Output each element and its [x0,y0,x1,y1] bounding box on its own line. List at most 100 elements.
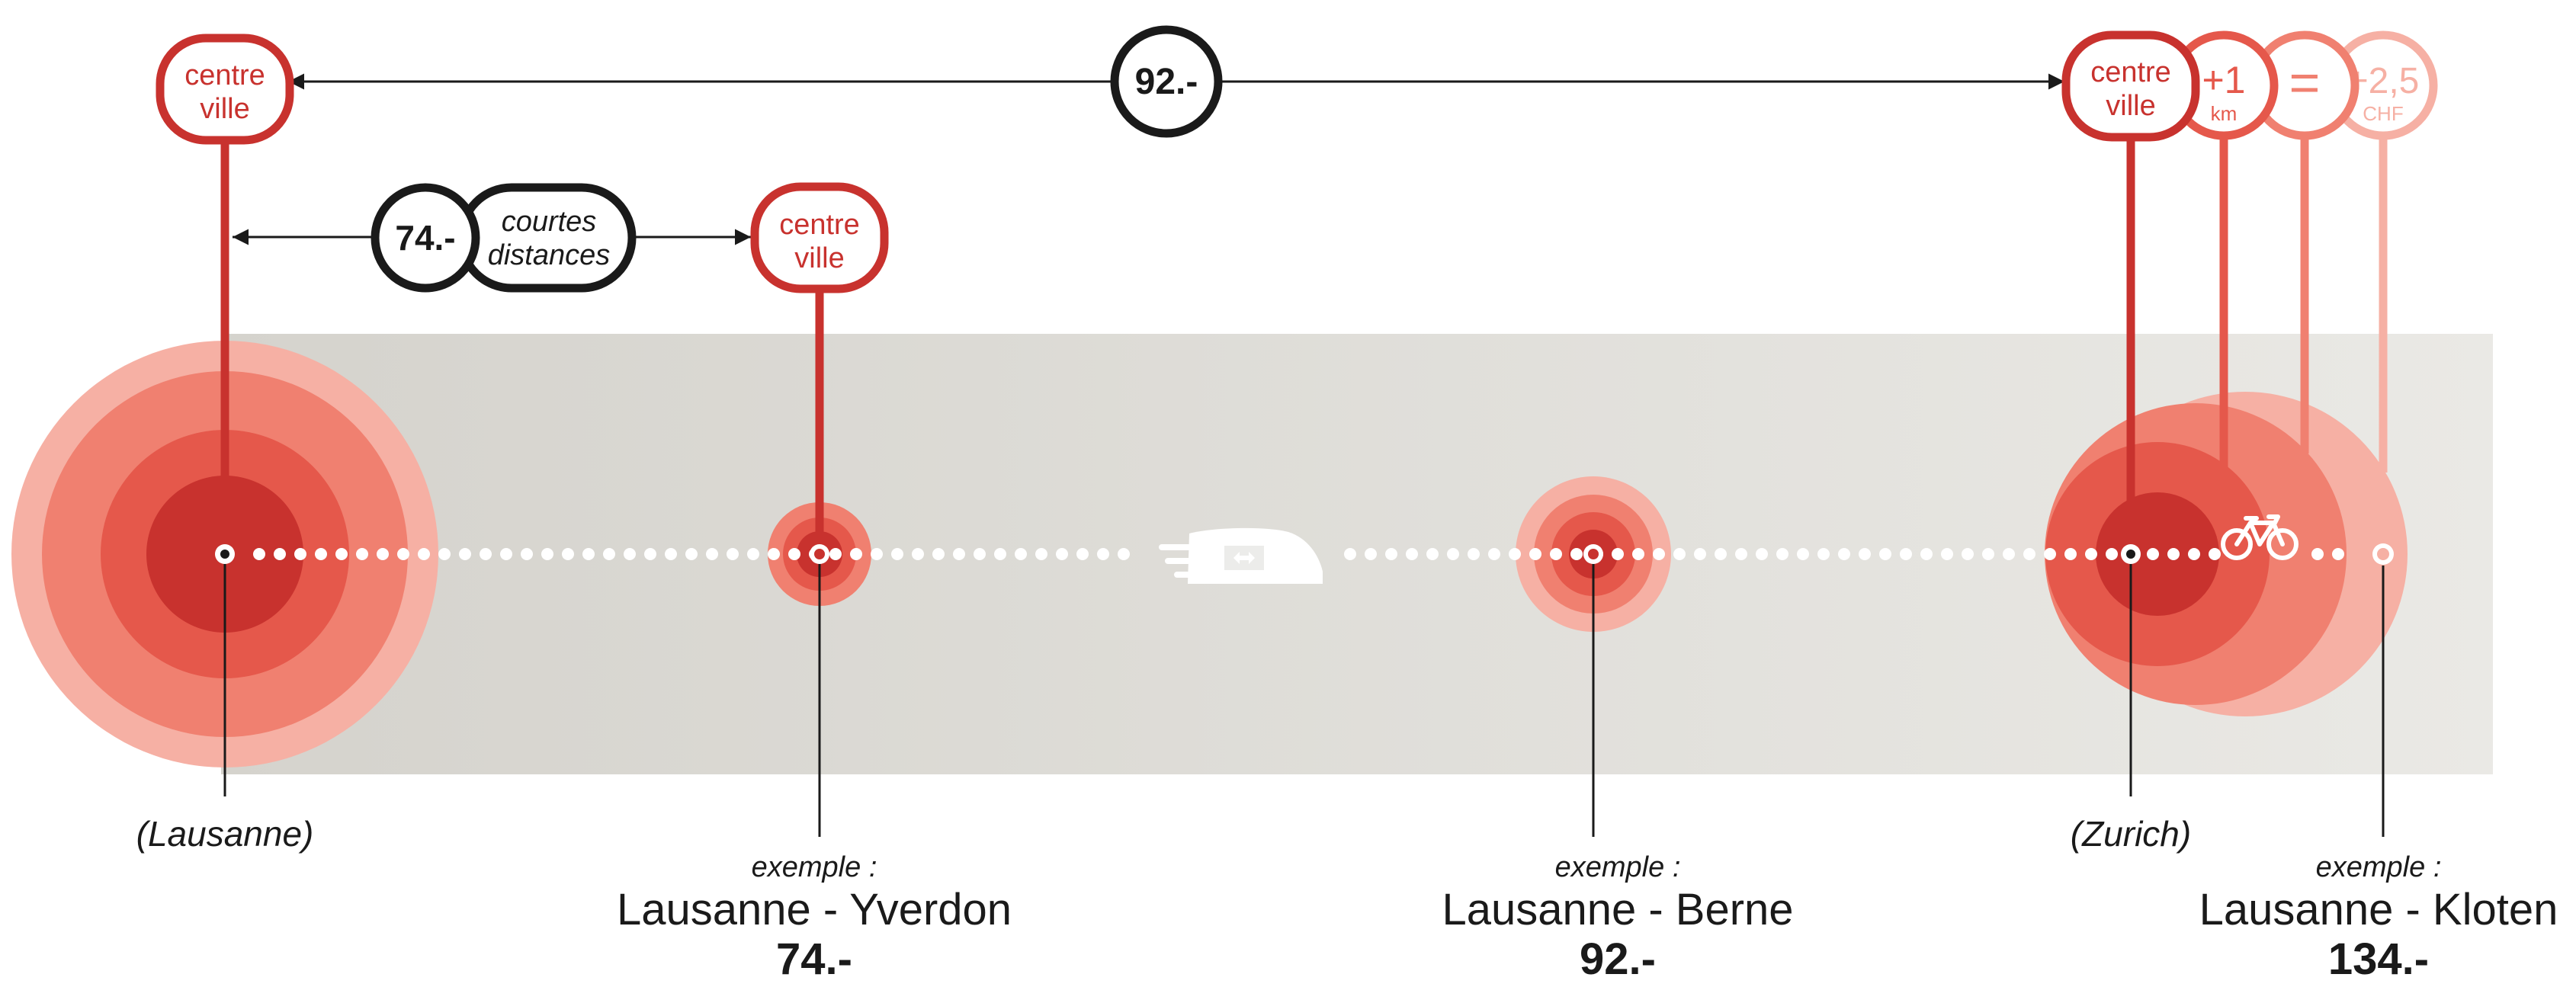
route-dot [1468,548,1480,560]
route-dot [1550,548,1562,560]
long-distance-price: 92.- [1135,62,1198,102]
route-dot [603,548,615,560]
route-dot [1838,548,1850,560]
route-dot [1920,548,1933,560]
route-dot [274,548,286,560]
route-dot [1982,548,1994,560]
route-dot [1056,548,1068,560]
route-dot [768,548,780,560]
ville-label: ville [2106,90,2155,122]
example-price: 92.- [1580,934,1656,984]
route-dot [2167,548,2180,560]
route-dot [1097,548,1109,560]
route-dot [2188,548,2200,560]
route-dot [1694,548,1706,560]
route-dot [2209,548,2221,560]
example-yverdon: exemple : Lausanne - Yverdon 74.- [617,851,1012,984]
plus-km-value: +1 [2202,59,2245,101]
short-distance-price: 74.- [395,218,455,258]
centre-label: centre [2090,56,2171,88]
distances-label: distances [488,239,611,271]
plus-km-bubble: +1 km [2169,30,2279,140]
route-dot [1509,548,1521,560]
yverdon-marker [810,544,829,564]
route-dot [1632,548,1644,560]
route-dot [1859,548,1871,560]
route-dot [1797,548,1809,560]
route-dot [1570,548,1583,560]
route-dot [1962,548,1974,560]
route-dot [1076,548,1089,560]
route-dot [418,548,430,560]
kloten-marker [2372,543,2394,565]
route-dot [1941,548,1953,560]
route-dot [2106,548,2118,560]
route-dot [1900,548,1912,560]
short-distance-price-pill: 74.- courtes distances [371,183,637,293]
route-dot [1344,548,1356,560]
route-dot [912,548,924,560]
route-dot [397,548,409,560]
zurich-city-label: (Zurich) [2071,814,2191,854]
route-dot [2085,548,2097,560]
lausanne-centre-ville-bubble: centre ville [156,34,294,145]
example-price: 74.- [776,934,852,984]
route-dot [1406,548,1418,560]
zurich-marker [2121,544,2141,564]
route-dot [315,548,327,560]
route-dot [974,548,986,560]
route-dot [1426,548,1439,560]
example-caption: exemple : [752,851,877,883]
route-dot [335,548,348,560]
route-dot [480,548,492,560]
route-dot [582,548,595,560]
route-dot [500,548,512,560]
route-dot [665,548,677,560]
ville-label: ville [794,242,844,274]
route-dot [871,548,883,560]
route-dot [1488,548,1500,560]
route-dot [1612,548,1624,560]
route-dot [1879,548,1891,560]
route-dot [829,548,842,560]
route-dot [2332,548,2344,560]
zurich-centre-ville-bubble: centre ville [2061,30,2200,142]
route-dot [1035,548,1047,560]
route-dot [521,548,533,560]
route-dot [891,548,903,560]
route-dot [438,548,451,560]
route-dot [2003,548,2015,560]
centre-label: centre [779,209,860,241]
route-dot [932,548,945,560]
route-dot [1653,548,1665,560]
route-dot [624,548,636,560]
route-dot [2311,548,2324,560]
lausanne-city-label: (Lausanne) [136,814,314,854]
centre-label: centre [184,59,265,91]
example-caption: exemple : [2316,851,2442,883]
plus-km-unit: km [2211,102,2238,125]
yverdon-centre-ville-bubble: centre ville [750,182,889,293]
route-dot [1529,548,1541,560]
courtes-label: courtes [502,206,597,238]
example-berne: exemple : Lausanne - Berne 92.- [1442,851,1793,984]
route-dot [2064,548,2077,560]
lausanne-marker [215,544,235,564]
example-route: Lausanne - Yverdon [617,885,1012,934]
long-distance-price-bubble: 92.- [1110,25,1223,138]
example-route: Lausanne - Berne [1442,885,1793,934]
route-dot [356,548,368,560]
route-dot [459,548,471,560]
route-dot [2147,548,2159,560]
route-dot [1118,548,1130,560]
ville-label: ville [200,93,249,125]
route-dot [1365,548,1377,560]
plus-chf-value: +2,5 [2347,61,2420,101]
route-dot [994,548,1006,560]
route-dot [541,548,553,560]
route-dot [1756,548,1768,560]
route-dot [747,548,759,560]
route-dot [788,548,800,560]
plus-chf-bubble: +2,5 CHF [2328,30,2438,140]
